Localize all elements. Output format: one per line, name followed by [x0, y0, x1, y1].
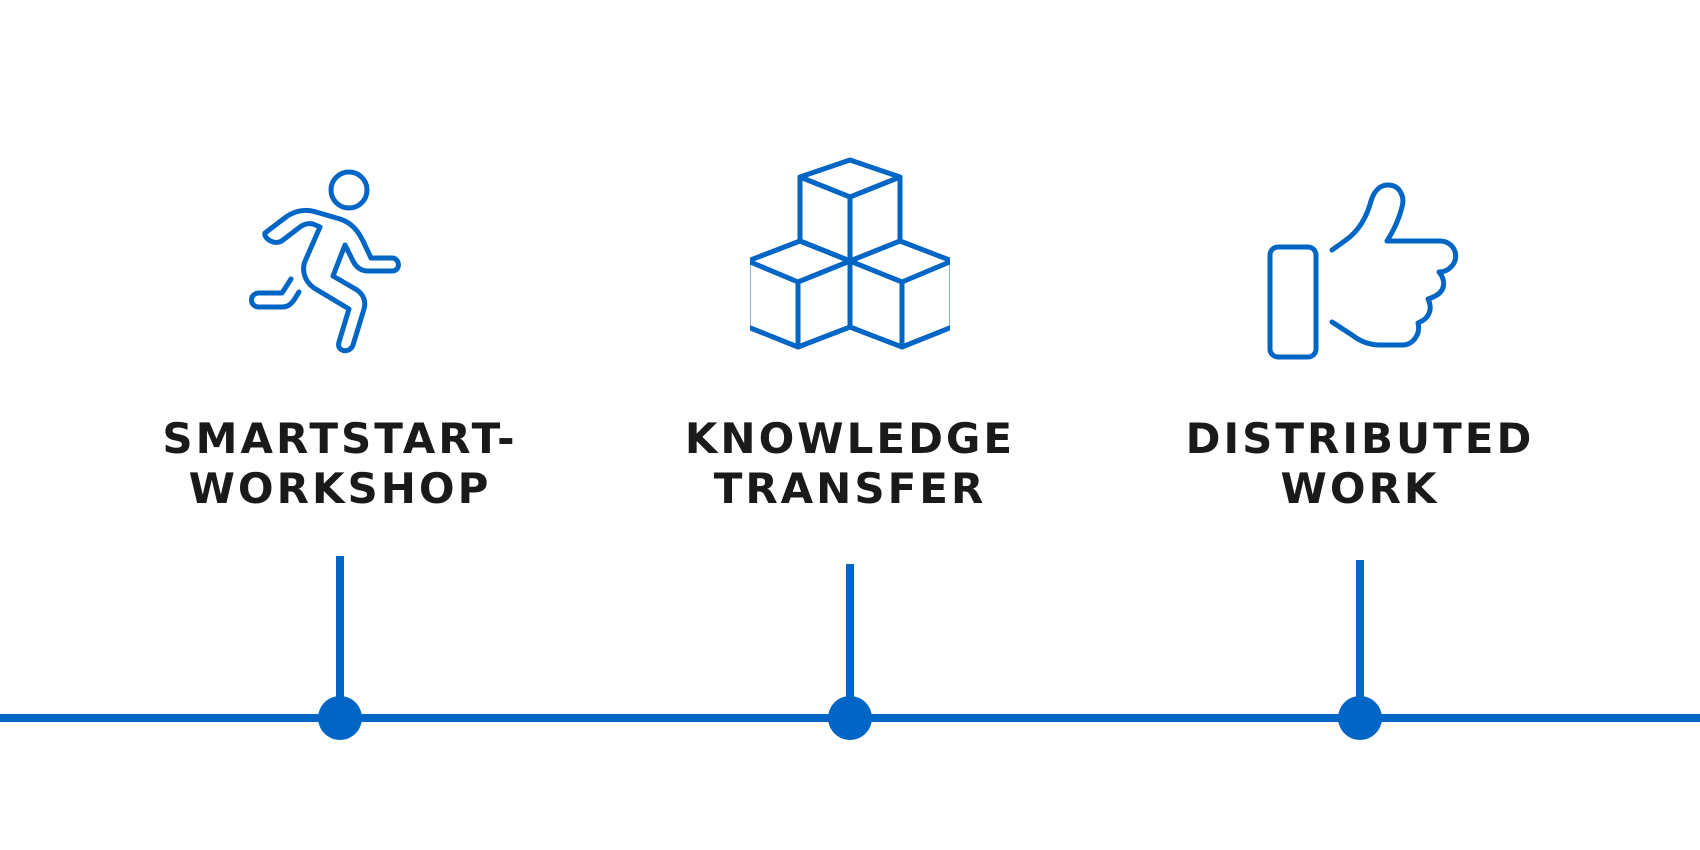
step-label-line-1: KNOWLEDGE [684, 414, 1016, 463]
timeline-step-knowledge-transfer: KNOWLEDGE TRANSFER [640, 0, 1060, 850]
thumbs-up-icon [1260, 155, 1460, 375]
timeline-step-smartstart: SMARTSTART- WORKSHOP [130, 0, 550, 850]
stacked-cubes-icon [750, 155, 950, 375]
step-label-line-2: TRANSFER [713, 464, 987, 513]
step-label-line-2: WORKSHOP [188, 464, 492, 513]
step-label: KNOWLEDGE TRANSFER [640, 414, 1060, 514]
step-label: SMARTSTART- WORKSHOP [130, 414, 550, 514]
timeline-node [828, 696, 872, 740]
timeline-node [1338, 696, 1382, 740]
timeline-node [318, 696, 362, 740]
running-person-icon [240, 155, 440, 375]
timeline-connector [1356, 560, 1364, 716]
timeline-connector [846, 564, 854, 716]
timeline-connector [336, 556, 344, 716]
step-label-line-1: SMARTSTART- [162, 414, 518, 463]
timeline-step-distributed-work: DISTRIBUTED WORK [1150, 0, 1570, 850]
step-label-line-2: WORK [1280, 464, 1440, 513]
step-label: DISTRIBUTED WORK [1150, 414, 1570, 514]
step-label-line-1: DISTRIBUTED [1185, 414, 1535, 463]
